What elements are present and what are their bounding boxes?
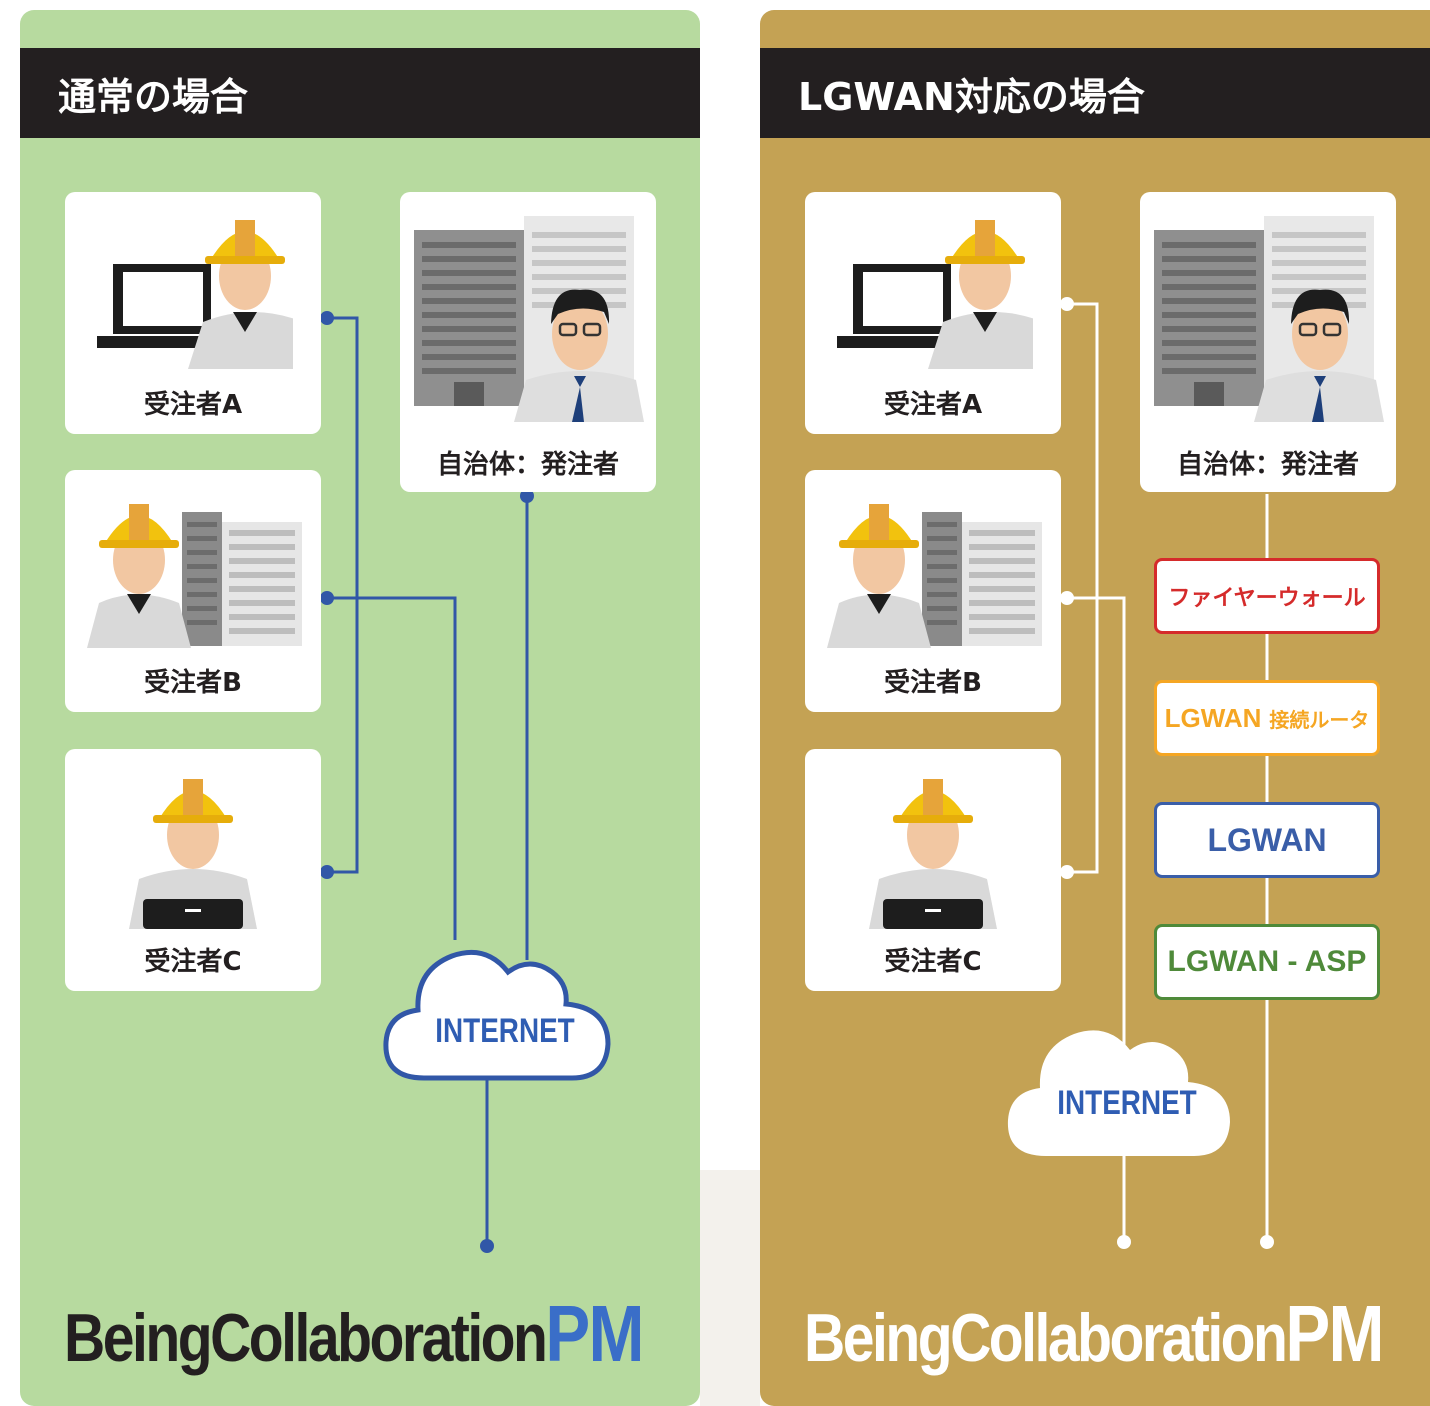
lgwan-case-panel: LGWAN対応の場合 受注者A <box>760 10 1430 1406</box>
router-suffix-label: 接続ルータ <box>1269 707 1370 732</box>
laptop-worker-icon <box>837 220 1033 369</box>
lgwan-box: LGWAN <box>1154 802 1380 878</box>
internet-label: INTERNET <box>1057 1084 1197 1122</box>
contractor-b-label: 受注者B <box>884 668 982 698</box>
firewall-box: ファイヤーウォール <box>1154 558 1380 634</box>
contractor-b-label: 受注者B <box>144 668 242 698</box>
logo-pm: PM <box>545 1289 644 1378</box>
municipality-label: 自治体：発注者 <box>1176 450 1359 480</box>
worker-tablet-icon <box>129 779 257 929</box>
internet-cloud-icon <box>383 949 611 1081</box>
contractor-b-card: 受注者B <box>805 470 1061 712</box>
internet-label: INTERNET <box>435 1012 575 1050</box>
firewall-label: ファイヤーウォール <box>1168 586 1366 611</box>
logo-text: BeingCollaboration <box>804 1300 1288 1376</box>
municipality-card: 自治体：発注者 <box>400 192 656 492</box>
contractor-a-label: 受注者A <box>143 390 243 420</box>
internet-cloud-icon <box>1007 1030 1230 1156</box>
contractor-a-card: 受注者A <box>65 192 321 434</box>
contractor-c-card: 受注者C <box>805 749 1061 991</box>
contractor-c-card: 受注者C <box>65 749 321 991</box>
router-lgwan-label: LGWAN <box>1164 702 1262 733</box>
worker-tablet-icon <box>869 779 997 929</box>
logo-text: BeingCollaboration <box>64 1300 548 1376</box>
building-worker-icon <box>827 504 1042 648</box>
panel-title: 通常の場合 <box>20 48 700 138</box>
lgwan-asp-label: LGWAN - ASP <box>1167 945 1367 978</box>
logo-pm: PM <box>1285 1289 1384 1378</box>
building-worker-icon <box>87 504 302 648</box>
product-logo: BeingCollaborationPM <box>804 1288 1385 1380</box>
contractor-a-card: 受注者A <box>805 192 1061 434</box>
connection-lines <box>320 311 534 1253</box>
office-businessman-icon <box>1154 216 1384 422</box>
lgwan-router-box: LGWAN 接続ルータ <box>1154 680 1380 756</box>
lgwan-asp-box: LGWAN - ASP <box>1154 924 1380 1000</box>
municipality-card: 自治体：発注者 <box>1140 192 1396 492</box>
background-gap <box>700 1170 760 1406</box>
panel-title: LGWAN対応の場合 <box>760 48 1430 138</box>
contractor-b-card: 受注者B <box>65 470 321 712</box>
office-businessman-icon <box>414 216 644 422</box>
normal-case-panel: 通常の場合 受注者A <box>20 10 700 1406</box>
contractor-a-label: 受注者A <box>883 390 983 420</box>
contractor-c-label: 受注者C <box>884 947 982 977</box>
product-logo: BeingCollaborationPM <box>64 1288 645 1380</box>
contractor-c-label: 受注者C <box>144 947 242 977</box>
municipality-label: 自治体：発注者 <box>436 450 619 480</box>
lgwan-label: LGWAN <box>1207 821 1327 858</box>
laptop-worker-icon <box>97 220 293 369</box>
